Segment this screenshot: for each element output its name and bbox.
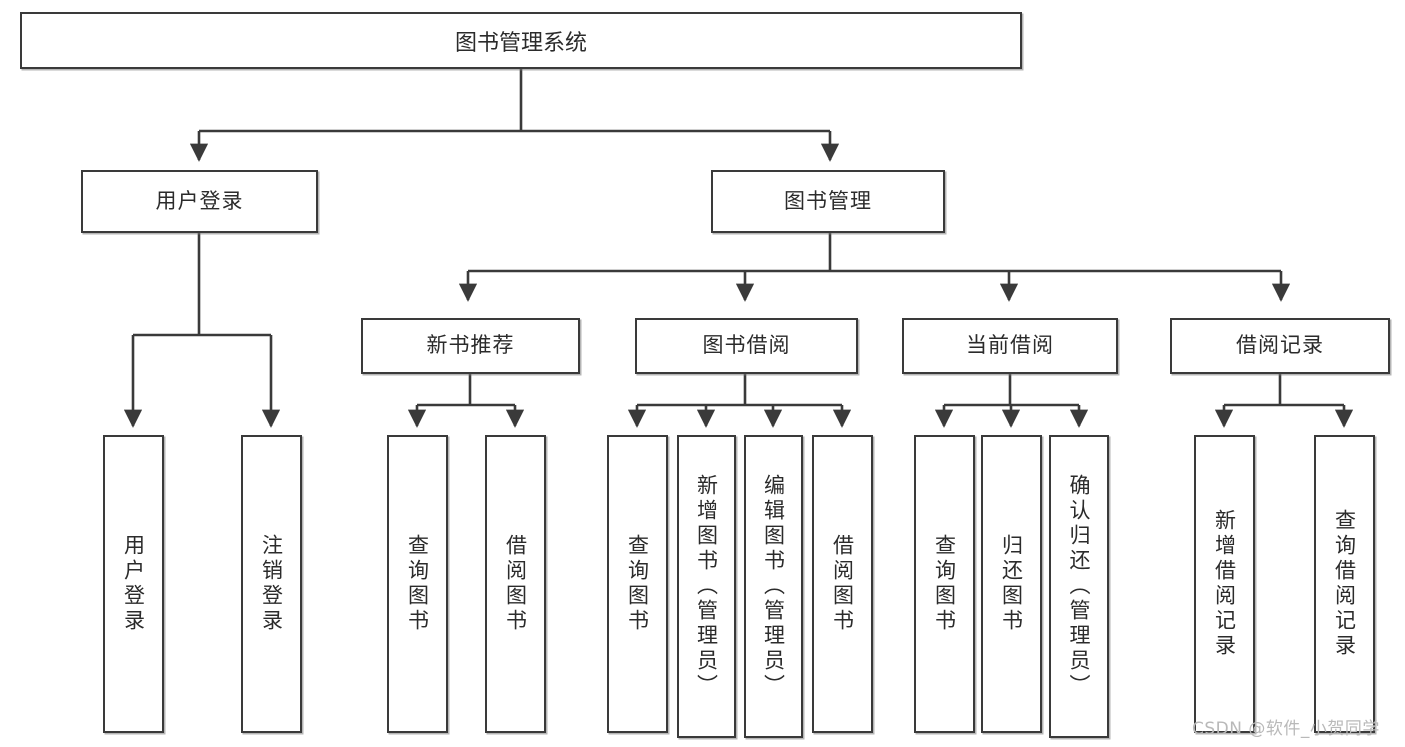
leaf-query-book-recommend[interactable]: 查询图书 — [387, 435, 448, 733]
leaf-confirm-return-admin[interactable]: 确认归还（管理员） — [1049, 435, 1109, 738]
leaf-add-book-admin[interactable]: 新增图书（管理员） — [677, 435, 736, 738]
node-label: 新增图书（管理员） — [694, 474, 719, 699]
node-label: 图书借阅 — [702, 333, 791, 358]
node-label: 查询图书 — [625, 534, 650, 634]
leaf-add-borrow-record[interactable]: 新增借阅记录 — [1194, 435, 1255, 733]
node-label: 新书推荐 — [426, 333, 515, 358]
node-label: 查询图书 — [932, 534, 957, 634]
node-user-login[interactable]: 用户登录 — [81, 170, 318, 233]
node-label: 用户登录 — [155, 188, 244, 213]
node-root-system[interactable]: 图书管理系统 — [20, 12, 1022, 69]
node-book-borrow[interactable]: 图书借阅 — [635, 318, 858, 374]
node-current-borrow[interactable]: 当前借阅 — [902, 318, 1118, 374]
node-label: 用户登录 — [121, 534, 146, 634]
watermark-text: CSDN @软件_小贺同学 — [1192, 719, 1380, 739]
node-label: 确认归还（管理员） — [1067, 474, 1092, 699]
node-new-book-recommend[interactable]: 新书推荐 — [361, 318, 580, 374]
node-label: 借阅图书 — [830, 534, 855, 634]
node-label: 图书管理 — [784, 188, 872, 213]
leaf-edit-book-admin[interactable]: 编辑图书（管理员） — [744, 435, 803, 738]
leaf-borrow-book[interactable]: 借阅图书 — [812, 435, 873, 733]
node-label: 编辑图书（管理员） — [761, 474, 786, 699]
node-label: 借阅记录 — [1236, 333, 1324, 358]
leaf-query-borrow-record[interactable]: 查询借阅记录 — [1314, 435, 1375, 733]
leaf-query-book-current[interactable]: 查询图书 — [914, 435, 975, 733]
leaf-user-login[interactable]: 用户登录 — [103, 435, 164, 733]
node-label: 当前借阅 — [966, 333, 1054, 358]
node-label: 查询借阅记录 — [1332, 509, 1357, 659]
node-borrow-record[interactable]: 借阅记录 — [1170, 318, 1390, 374]
node-label: 注销登录 — [259, 534, 284, 634]
node-label: 图书管理系统 — [454, 30, 587, 56]
leaf-return-book[interactable]: 归还图书 — [981, 435, 1042, 733]
node-label: 查询图书 — [405, 534, 430, 634]
node-label: 归还图书 — [999, 534, 1024, 634]
node-label: 借阅图书 — [503, 534, 528, 634]
leaf-logout-login[interactable]: 注销登录 — [241, 435, 302, 733]
leaf-query-book-borrow[interactable]: 查询图书 — [607, 435, 668, 733]
node-label: 新增借阅记录 — [1212, 509, 1237, 659]
leaf-borrow-book-recommend[interactable]: 借阅图书 — [485, 435, 546, 733]
node-book-management[interactable]: 图书管理 — [711, 170, 945, 233]
